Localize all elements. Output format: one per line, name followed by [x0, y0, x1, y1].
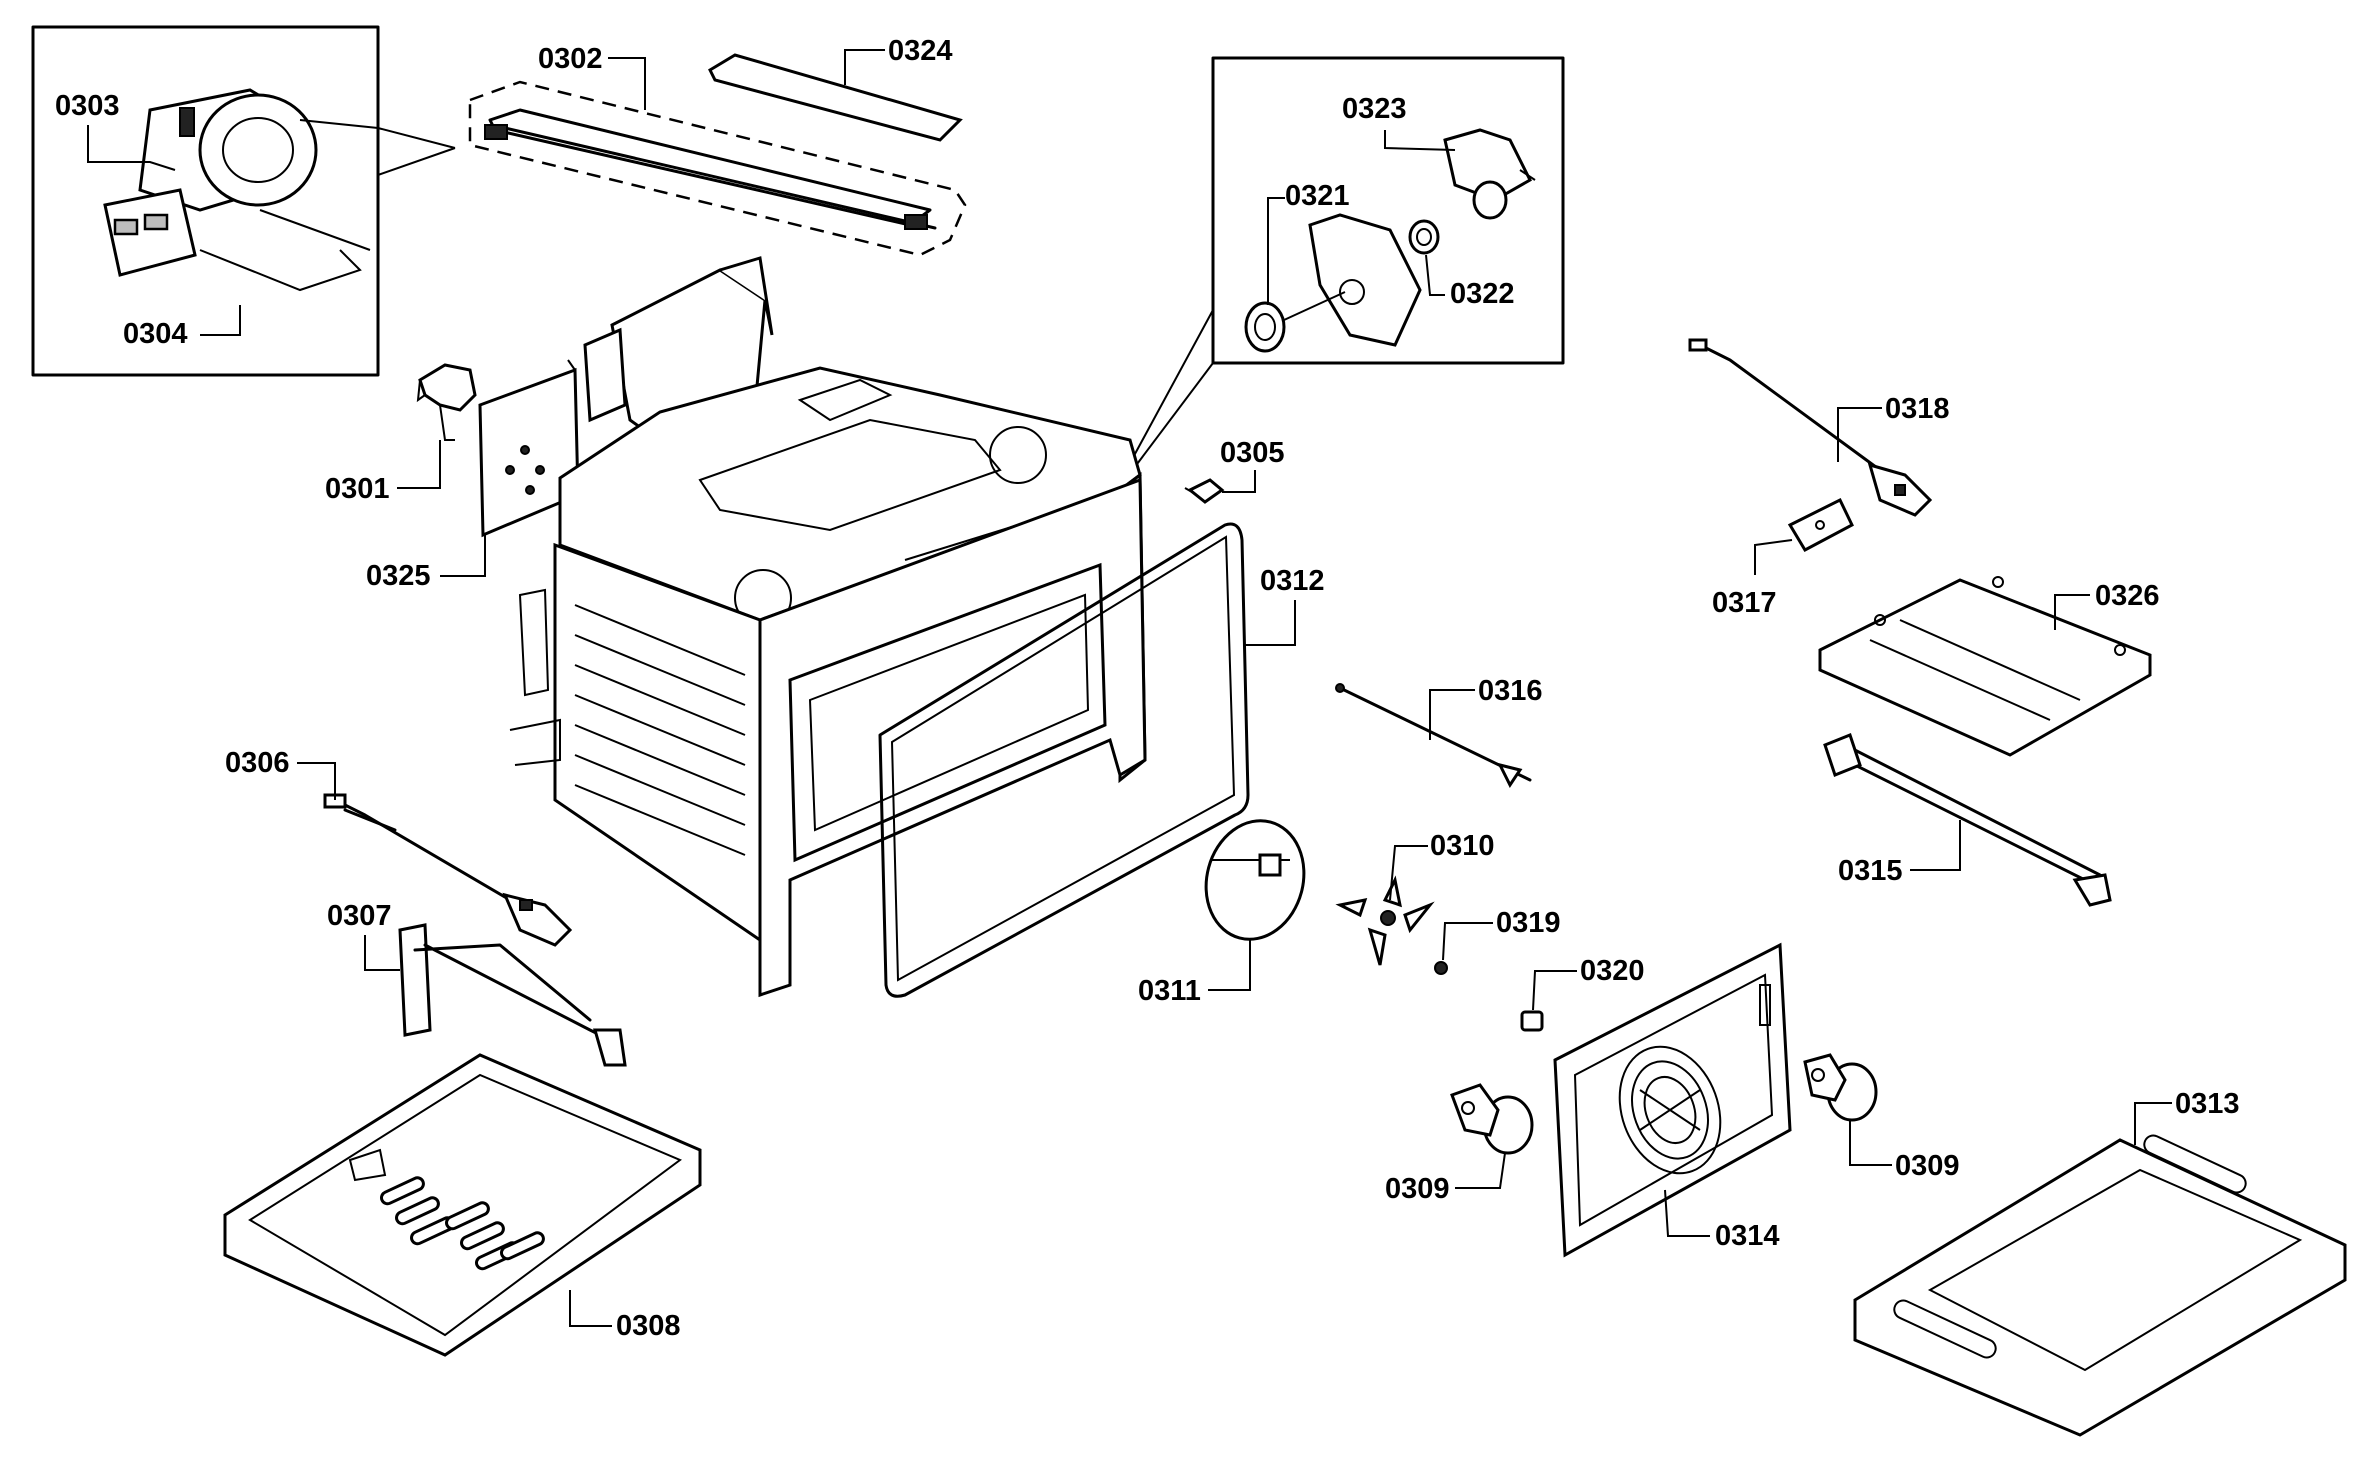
part-number: 0324	[888, 35, 953, 67]
label-0309-right: 0309	[1849, 1120, 1960, 1182]
label-0326: 0326	[2054, 580, 2160, 630]
part-number: 0309	[1895, 1150, 1960, 1182]
label-0311: 0311	[1138, 940, 1251, 1007]
label-0320: 0320	[1532, 955, 1645, 1011]
bracket-0301	[416, 363, 477, 441]
nut-0319	[1434, 961, 1448, 975]
part-number: 0323	[1342, 93, 1407, 125]
label-0319: 0319	[1442, 907, 1561, 961]
label-0322: 0322	[1425, 254, 1515, 310]
part-number: 0311	[1138, 975, 1201, 1007]
label-0318: 0318	[1837, 393, 1950, 462]
door-gasket-0312	[878, 522, 1250, 998]
label-0316: 0316	[1429, 675, 1543, 740]
label-0315: 0315	[1838, 820, 1961, 887]
label-0303: 0303	[55, 90, 176, 171]
label-0324: 0324	[844, 35, 953, 85]
label-0321: 0321	[1267, 180, 1350, 305]
fan-cover-0314	[1553, 942, 1792, 1258]
part-number: 0303	[55, 90, 120, 122]
label-0308: 0308	[569, 1290, 681, 1342]
motor-inset-box	[31, 25, 456, 377]
label-0306: 0306	[225, 747, 336, 800]
label-0301: 0301	[325, 440, 441, 505]
probe-0316	[1335, 683, 1532, 788]
part-number: 0325	[366, 560, 431, 592]
part-number: 0307	[327, 900, 392, 932]
sensor-0305	[1184, 478, 1225, 504]
broil-pan-0308	[223, 1053, 702, 1357]
heat-shield-0324	[708, 53, 963, 142]
label-0309-left: 0309	[1385, 1152, 1506, 1205]
part-number: 0317	[1712, 587, 1777, 619]
part-number: 0319	[1496, 907, 1561, 939]
plate-0317	[1787, 497, 1854, 552]
tube-0315	[1823, 733, 2112, 907]
part-number: 0316	[1478, 675, 1543, 707]
element-0311	[1204, 819, 1306, 941]
part-number: 0321	[1285, 180, 1350, 212]
bracket-0307	[398, 923, 627, 1067]
part-number: 0304	[123, 318, 188, 350]
harness-0306	[323, 793, 573, 947]
part-number: 0309	[1385, 1173, 1450, 1205]
label-0323: 0323	[1342, 93, 1456, 151]
label-0312: 0312	[1245, 565, 1325, 646]
part-number: 0310	[1430, 830, 1495, 862]
part-number: 0313	[2175, 1088, 2240, 1120]
part-number: 0320	[1580, 955, 1645, 987]
top-rail-0302	[468, 80, 967, 257]
part-number: 0308	[616, 1310, 681, 1342]
part-number: 0318	[1885, 393, 1950, 425]
part-number: 0315	[1838, 855, 1903, 887]
part-number: 0306	[225, 747, 290, 779]
fan-blade-0310	[1335, 875, 1435, 966]
label-0307: 0307	[327, 900, 400, 971]
label-0304: 0304	[123, 305, 241, 350]
label-0314: 0314	[1664, 1189, 1780, 1252]
label-0325: 0325	[366, 535, 486, 592]
panel-0325	[478, 359, 580, 538]
lamp-left-0309	[1450, 1083, 1534, 1155]
part-number: 0312	[1260, 565, 1325, 597]
cap-0320	[1520, 1010, 1544, 1032]
label-0302: 0302	[538, 43, 646, 110]
part-number: 0322	[1450, 278, 1515, 310]
cover-0326	[1818, 576, 2152, 757]
thermostat-inset-box	[1109, 56, 1565, 501]
part-number: 0301	[325, 473, 390, 505]
label-0317: 0317	[1712, 539, 1793, 619]
label-0310: 0310	[1389, 830, 1495, 901]
rack-0313	[1853, 1134, 2347, 1437]
part-number: 0314	[1715, 1220, 1780, 1252]
part-number: 0305	[1220, 437, 1285, 469]
oven-cavity	[509, 256, 1147, 998]
lamp-right-0309	[1803, 1053, 1878, 1122]
label-0305: 0305	[1220, 437, 1285, 493]
harness-0318	[1688, 338, 1933, 517]
label-0313: 0313	[2134, 1088, 2240, 1145]
part-number: 0302	[538, 43, 603, 75]
part-number: 0326	[2095, 580, 2160, 612]
